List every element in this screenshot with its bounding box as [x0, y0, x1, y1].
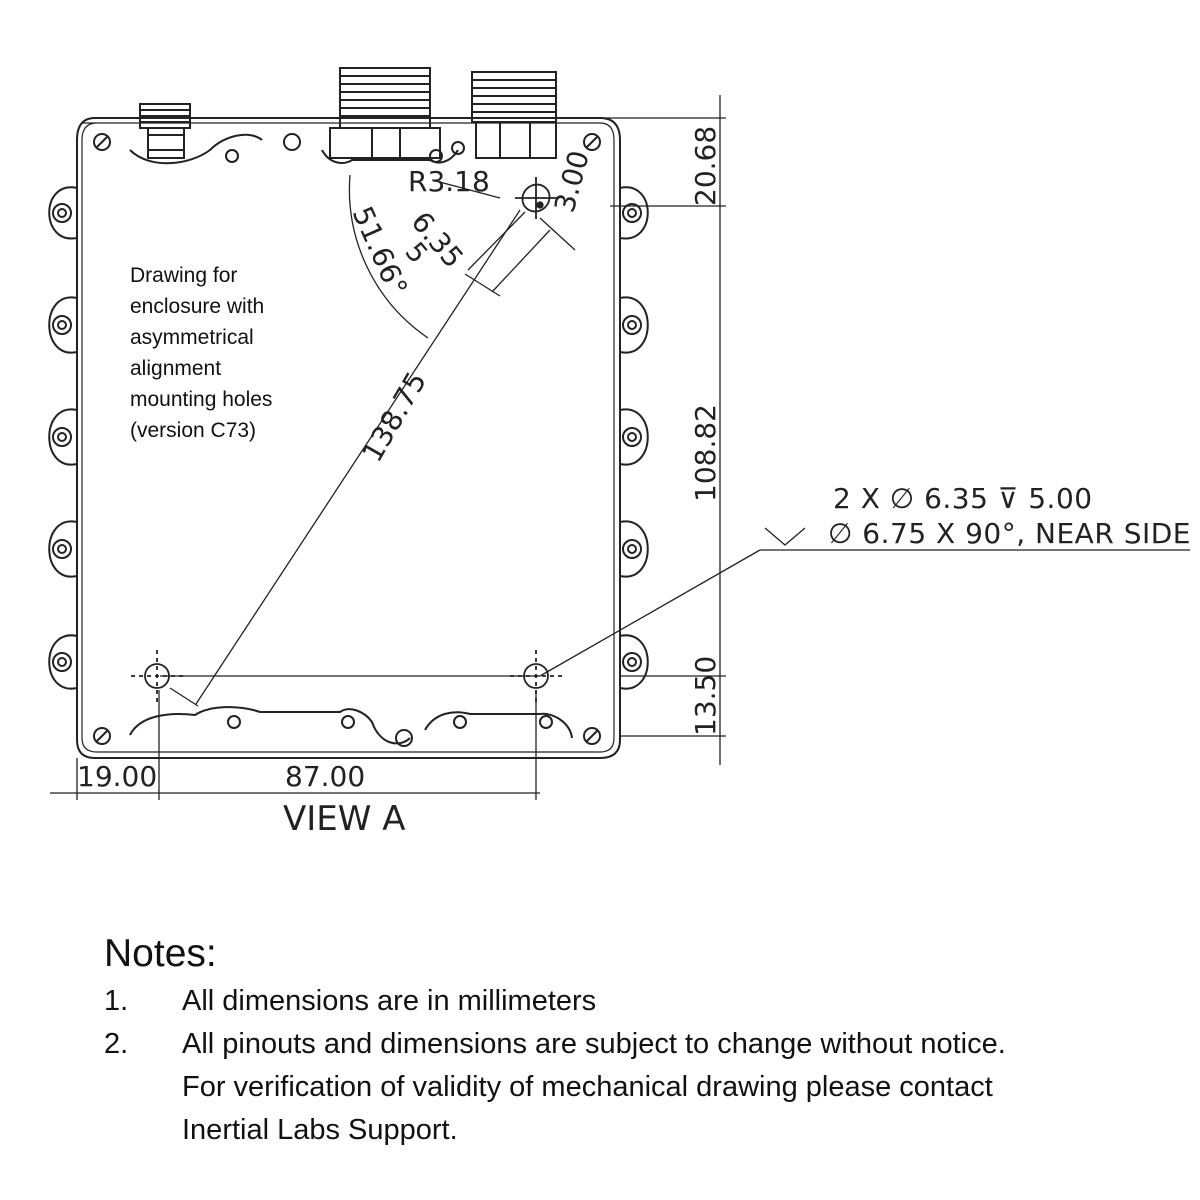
note-text: All dimensions are in millimeters: [182, 980, 596, 1023]
dim-left-horizontal: 19.00: [77, 760, 157, 793]
enclosure-inner-outline: [81, 122, 615, 753]
drawing-description: Drawing for enclosure with asymmetrical …: [130, 260, 330, 446]
view-label: VIEW A: [283, 799, 405, 839]
notes-section: Notes: 1. All dimensions are in millimet…: [104, 928, 1164, 1152]
note-text: All pinouts and dimensions are subject t…: [182, 1023, 1006, 1152]
dimension-lines: [50, 95, 1190, 800]
description-line: (version C73): [130, 419, 257, 442]
dim-diagonal: 138.75: [355, 366, 433, 467]
sma-connector-icon: [139, 103, 191, 159]
description-line: mounting holes: [130, 388, 273, 411]
note-line: For verification of validity of mechanic…: [182, 1071, 993, 1103]
callout-line1: 2 X ∅ 6.35 ⊽ 5.00: [833, 482, 1093, 515]
note-item: 1. All dimensions are in millimeters: [104, 980, 1164, 1023]
note-line: All dimensions are in millimeters: [182, 985, 597, 1017]
callout-line2: ∅ 6.75 X 90°, NEAR SIDE: [828, 517, 1191, 550]
note-number: 1.: [104, 985, 129, 1017]
notes-title: Notes:: [104, 932, 217, 975]
note-line: All pinouts and dimensions are subject t…: [182, 1028, 1006, 1060]
dim-mid-vertical: 108.82: [689, 404, 722, 502]
dim-top-vertical: 20.68: [689, 126, 722, 206]
threaded-connector-left-icon: [329, 67, 441, 159]
alignment-hole-top-right: [515, 177, 557, 219]
dim-span-horizontal: 87.00: [285, 760, 365, 793]
right-mounting-lobes: [619, 186, 649, 690]
note-number: 2.: [104, 1028, 129, 1060]
left-mounting-lobes: [48, 186, 78, 690]
description-line: alignment: [130, 357, 222, 380]
description-line: asymmetrical: [130, 326, 254, 349]
note-item: 2. All pinouts and dimensions are subjec…: [104, 1023, 1164, 1152]
description-line: Drawing for: [130, 264, 238, 287]
dim-bottom-vertical: 13.50: [689, 656, 722, 736]
dim-r318: R3.18: [408, 165, 490, 198]
threaded-connector-right-icon: [471, 71, 557, 159]
note-line: Inertial Labs Support.: [182, 1114, 458, 1146]
enclosure-outline: [76, 117, 621, 759]
bottom-lugs: [129, 706, 573, 747]
top-lugs: [129, 133, 465, 165]
description-line: enclosure with: [130, 295, 265, 318]
corner-screw-icons: [93, 133, 601, 745]
